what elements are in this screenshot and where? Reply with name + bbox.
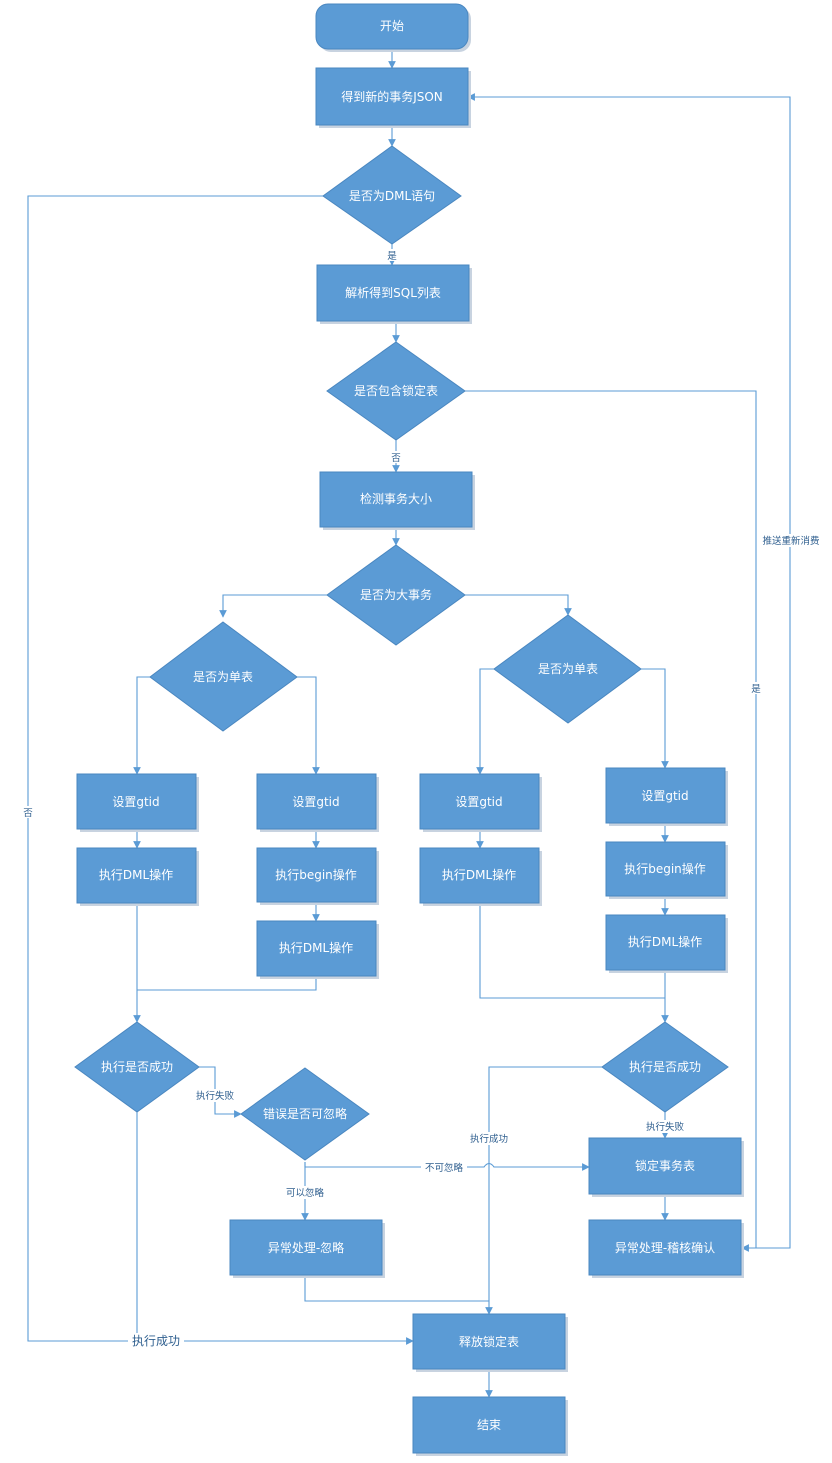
connectors [27, 49, 791, 1398]
edge-success-right-success-to-release [485, 1066, 602, 1315]
edge-handle-ignore-to-release [304, 1275, 489, 1302]
has-lock-no-label: 否 [391, 453, 401, 464]
get-json-label: 得到新的事务JSON [341, 89, 443, 104]
parse-sql-node [316, 264, 470, 322]
is-big-decision [326, 544, 466, 646]
single-left-decision [149, 621, 298, 732]
begin-2-node [256, 847, 377, 903]
is-dml-label: 是否为DML语句 [349, 189, 435, 203]
edge-single-right-to-gtid4 [641, 668, 669, 769]
gtid-3-node [419, 773, 540, 830]
repush-label: 推送重新消费 [762, 535, 819, 547]
success-right-label: 执行是否成功 [629, 1060, 701, 1074]
ignorable-label: 错误是否可忽略 [263, 1106, 347, 1121]
handle-ignore-node [229, 1219, 383, 1276]
handle-audit-node [588, 1219, 742, 1276]
ignorable-decision [240, 1067, 370, 1161]
gtid-4-node [605, 767, 726, 824]
begin-4-label: 执行begin操作 [624, 861, 706, 876]
left-success-label: 执行成功 [132, 1334, 180, 1348]
dml-2-label: 执行DML操作 [279, 940, 353, 955]
edge-isbig-to-single-left [219, 594, 327, 618]
handle-audit-label: 异常处理-稽核确认 [615, 1240, 715, 1255]
gtid-3-label: 设置gtid [455, 795, 502, 809]
edge-ignorable-not-to-lock [304, 1162, 590, 1171]
dml-2-node [256, 920, 377, 977]
right-success-label: 执行成功 [470, 1133, 508, 1145]
is-dml-no-label: 否 [23, 808, 33, 819]
check-size-node [319, 471, 473, 528]
get-json-node [315, 67, 469, 126]
gtid-2-node [256, 773, 377, 830]
start-label: 开始 [380, 19, 404, 33]
single-left-label: 是否为单表 [193, 670, 253, 684]
handle-ignore-label: 异常处理-忽略 [268, 1240, 344, 1255]
begin-4-node [605, 841, 726, 897]
gtid-1-label: 设置gtid [112, 795, 159, 809]
start-node [315, 3, 469, 50]
can-ignore-label: 可以忽略 [286, 1187, 325, 1199]
check-size-label: 检测事务大小 [360, 491, 432, 506]
end-node [412, 1396, 566, 1454]
begin-2-label: 执行begin操作 [275, 867, 357, 882]
lock-table-label: 锁定事务表 [635, 1158, 695, 1173]
gtid-2-label: 设置gtid [292, 795, 339, 809]
dml-1-label: 执行DML操作 [99, 867, 173, 882]
edge-dml3-merge-right [479, 903, 665, 999]
success-left-label: 执行是否成功 [101, 1060, 173, 1074]
dml-4-label: 执行DML操作 [628, 934, 702, 949]
edge-isbig-to-single-right [465, 594, 572, 616]
edge-audit-repush-to-json [467, 93, 791, 1249]
edge-dml2-merge-left [137, 976, 317, 991]
gtid-1-node [76, 773, 197, 830]
single-right-decision [493, 614, 642, 724]
is-dml-yes-label: 是 [387, 251, 397, 262]
release-node [412, 1313, 566, 1370]
edge-isdml-no-to-release [27, 195, 414, 1345]
not-ignorable-label: 不可忽略 [425, 1162, 464, 1174]
gtid-4-label: 设置gtid [641, 789, 688, 803]
dml-3-node [419, 847, 540, 904]
right-fail-label: 执行失败 [646, 1121, 685, 1133]
has-lock-label: 是否包含锁定表 [354, 383, 438, 398]
success-right-decision [601, 1021, 729, 1113]
single-right-label: 是否为单表 [538, 662, 598, 676]
end-label: 结束 [477, 1418, 501, 1432]
parse-sql-label: 解析得到SQL列表 [345, 285, 441, 300]
is-big-label: 是否为大事务 [360, 587, 432, 602]
dml-4-node [605, 914, 726, 971]
has-lock-yes-label: 是 [751, 684, 761, 695]
edge-labels: 是 否 否 是 推送重新消费 执行失败 不可忽略 可以忽略 执行成功 执行失败 … [22, 249, 824, 1348]
has-lock-decision [326, 341, 466, 441]
left-fail-label: 执行失败 [196, 1090, 235, 1102]
dml-3-label: 执行DML操作 [442, 867, 516, 882]
release-label: 释放锁定表 [459, 1334, 519, 1349]
edge-single-left-to-gtid2 [297, 676, 320, 775]
edge-single-right-to-gtid3 [476, 668, 494, 775]
success-left-decision [74, 1021, 200, 1113]
nodes: 开始 得到新的事务JSON 是否为DML语句 解析得到SQL列表 是否包含锁定表… [74, 3, 744, 1456]
edge-single-left-to-gtid1 [133, 676, 150, 775]
dml-1-node [76, 847, 197, 904]
is-dml-decision [322, 145, 462, 245]
lock-table-node [588, 1137, 742, 1195]
